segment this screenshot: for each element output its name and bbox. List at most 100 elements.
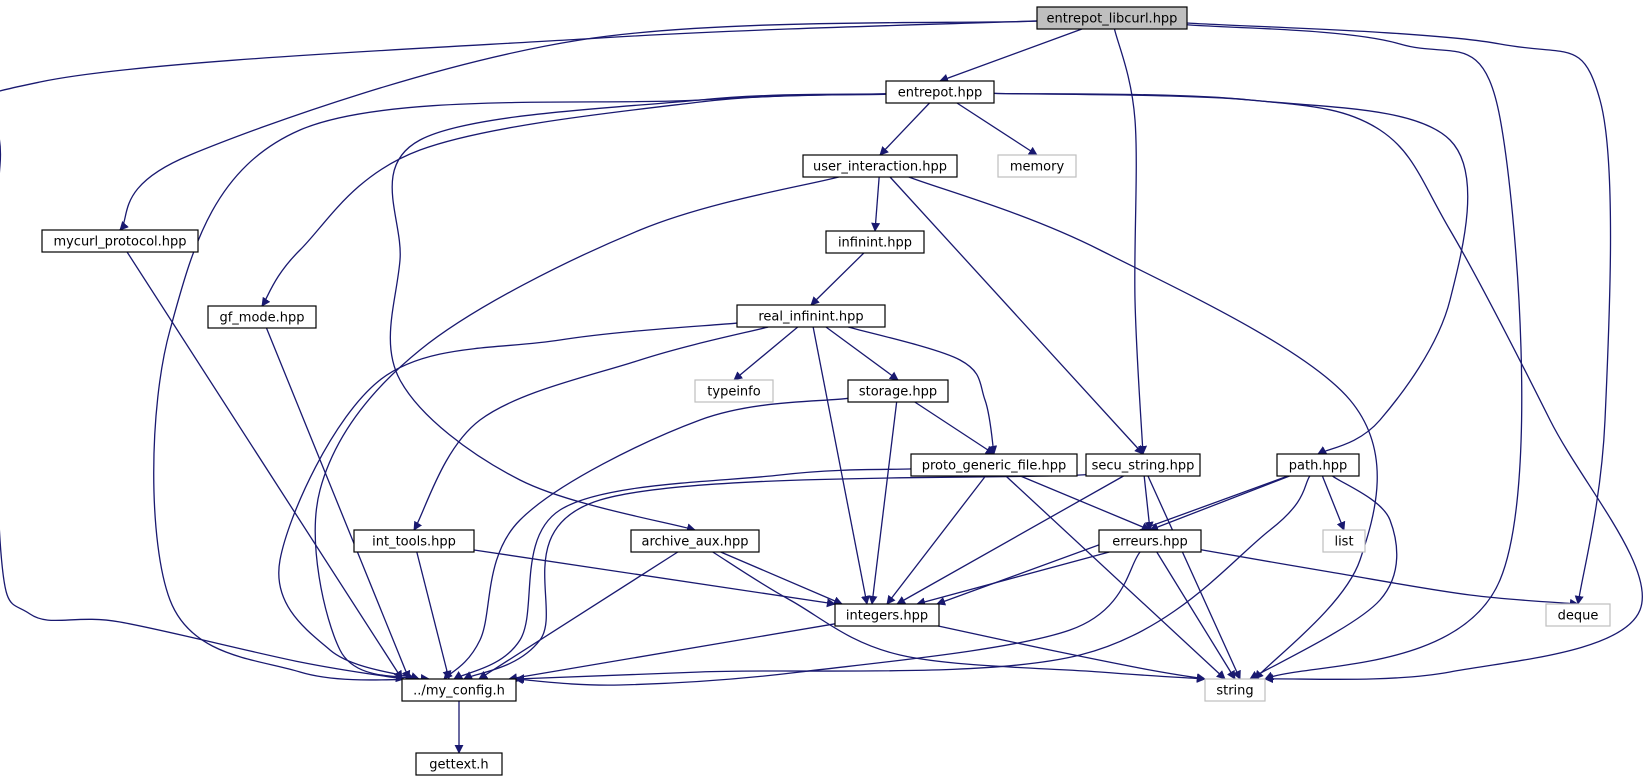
edge-line (514, 551, 1141, 686)
node-my-config[interactable]: ../my_config.h (401, 678, 517, 702)
edge-storage-to-proto-generic-file (914, 401, 995, 455)
node-label: list (1334, 535, 1353, 550)
node-user-interaction[interactable]: user_interaction.hpp (802, 154, 958, 178)
edge-line (810, 252, 865, 306)
edge-line (314, 176, 839, 681)
edge-line (265, 327, 411, 680)
node-box (41, 229, 199, 253)
node-integers[interactable]: integers.hpp (834, 603, 940, 627)
edge-user-interaction-to-secu-string (889, 176, 1144, 455)
node-box (885, 80, 995, 104)
node-label: path.hpp (1289, 459, 1347, 474)
edge-mycurl-protocol-to-my-config (126, 251, 403, 680)
edge-layer (0, 20, 1643, 754)
edge-line (443, 397, 849, 680)
node-path[interactable]: path.hpp (1276, 453, 1360, 477)
edge-entrepot-to-string (993, 92, 1643, 684)
edge-entrepot-to-memory (956, 102, 1038, 156)
edge-line (1200, 549, 1579, 608)
edge-line (868, 401, 898, 605)
node-label: real_infinint.hpp (758, 310, 863, 325)
edge-line (119, 20, 1038, 231)
node-box (910, 453, 1078, 477)
node-erreurs[interactable]: erreurs.hpp (1098, 529, 1202, 553)
node-box (1204, 678, 1266, 702)
node-proto-generic-file[interactable]: proto_generic_file.hpp (910, 453, 1078, 477)
edge-line (938, 625, 1206, 683)
edge-line (825, 326, 899, 381)
node-box (1098, 529, 1202, 553)
edge-entrepot-libcurl-to-mycurl-protocol (119, 20, 1038, 231)
edge-path-to-my-config (515, 475, 1311, 684)
edge-line (871, 176, 881, 232)
node-gf-mode[interactable]: gf_mode.hpp (207, 305, 317, 329)
node-label: entrepot_libcurl.hpp (1047, 12, 1178, 27)
edge-user-interaction-to-infinint (871, 176, 881, 232)
edge-int-tools-to-my-config (416, 551, 452, 680)
node-label: mycurl_protocol.hpp (53, 235, 186, 250)
node-label: infinint.hpp (838, 236, 912, 251)
node-infinint[interactable]: infinint.hpp (825, 230, 925, 254)
edge-real-infinint-to-integers (812, 326, 870, 605)
edge-line (1113, 28, 1148, 455)
edge-line (478, 551, 679, 680)
edge-line (896, 475, 1124, 605)
node-secu-string[interactable]: secu_string.hpp (1085, 453, 1201, 477)
node-gettext[interactable]: gettext.h (415, 752, 503, 776)
node-label: user_interaction.hpp (813, 160, 947, 175)
edge-storage-to-my-config (443, 397, 849, 680)
node-label: archive_aux.hpp (642, 535, 749, 550)
edge-line (1186, 22, 1612, 605)
edge-secu-string-to-string (1147, 475, 1241, 680)
node-box (1036, 6, 1188, 30)
node-typeinfo: typeinfo (694, 379, 774, 403)
node-archive-aux[interactable]: archive_aux.hpp (630, 529, 760, 553)
node-mycurl-protocol[interactable]: mycurl_protocol.hpp (41, 229, 199, 253)
node-box (847, 379, 949, 403)
node-deque: deque (1545, 603, 1611, 627)
node-int-tools[interactable]: int_tools.hpp (353, 529, 475, 553)
node-label: ../my_config.h (413, 684, 505, 699)
node-memory: memory (997, 154, 1077, 178)
edge-proto-generic-file-to-my-config (453, 468, 912, 680)
edge-line (416, 551, 452, 680)
edge-line (278, 322, 738, 681)
edge-line (1005, 475, 1226, 680)
node-entrepot-libcurl[interactable]: entrepot_libcurl.hpp (1036, 6, 1188, 30)
edge-line (413, 326, 769, 531)
node-box (401, 678, 517, 702)
edge-line (389, 93, 887, 533)
edge-line (126, 251, 403, 680)
node-box (825, 230, 925, 254)
edge-line (1147, 475, 1241, 680)
edge-line (473, 549, 836, 608)
node-label: deque (1558, 609, 1599, 624)
edge-entrepot-libcurl-to-secu-string (1113, 28, 1148, 455)
edge-integers-to-string (938, 625, 1206, 683)
node-real-infinint[interactable]: real_infinint.hpp (736, 304, 886, 328)
node-label: gf_mode.hpp (219, 311, 304, 326)
edge-real-infinint-to-storage (825, 326, 899, 381)
node-label: proto_generic_file.hpp (922, 459, 1067, 474)
edge-line (879, 102, 930, 156)
edge-line (261, 93, 887, 307)
edge-line (1149, 475, 1290, 532)
node-label: string (1216, 684, 1253, 699)
node-storage[interactable]: storage.hpp (847, 379, 949, 403)
edge-line (720, 551, 843, 605)
edge-proto-generic-file-to-integers (886, 475, 987, 605)
edge-real-infinint-to-int-tools (413, 326, 769, 531)
node-box (415, 752, 503, 776)
edge-entrepot-to-gf-mode (261, 93, 887, 307)
edge-user-interaction-to-string (908, 176, 1378, 680)
edge-line (1249, 475, 1398, 680)
edge-entrepot-to-user-interaction (879, 102, 930, 156)
edge-line (1186, 24, 1523, 681)
edge-infinint-to-real-infinint (810, 252, 865, 306)
node-entrepot[interactable]: entrepot.hpp (885, 80, 995, 104)
edge-real-infinint-to-proto-generic-file (848, 326, 998, 455)
edge-entrepot-libcurl-to-deque (1186, 22, 1612, 605)
node-label: typeinfo (707, 385, 760, 400)
edge-line (916, 551, 1110, 607)
